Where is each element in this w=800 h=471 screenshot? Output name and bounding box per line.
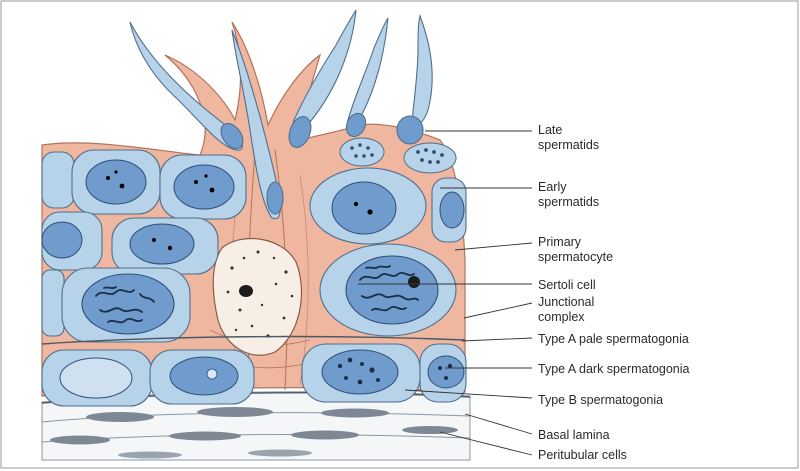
leader-type-b <box>404 389 533 399</box>
early-spermatid-cells <box>339 137 457 174</box>
spermatogonia-cells <box>41 343 467 407</box>
leader-peritubular-cells <box>439 431 533 456</box>
label-peritubular-cells: Peritubular cells <box>538 448 627 462</box>
leader-junctional-complex <box>463 302 533 319</box>
label-junctional-complex: Junctional complex <box>538 295 598 324</box>
sertoli-nucleus <box>212 237 303 356</box>
label-late-spermatids: Late spermatids <box>538 123 599 152</box>
leader-type-a-pale <box>461 337 533 342</box>
label-sertoli-cell: Sertoli cell <box>538 278 596 292</box>
peritubular-layer <box>41 391 471 461</box>
late-spermatid-cells <box>129 9 433 220</box>
spermatocyte-cells-upper <box>41 149 247 275</box>
leader-primary-spermatocyte <box>454 242 533 251</box>
leader-basal-lamina <box>464 413 533 435</box>
label-type-b: Type B spermatogonia <box>538 393 663 407</box>
leader-lines <box>358 130 533 456</box>
junctional-complex-line <box>41 335 466 345</box>
label-early-spermatids: Early spermatids <box>538 180 599 209</box>
label-basal-lamina: Basal lamina <box>538 428 610 442</box>
diagram-labels: Late spermatids Early spermatids Primary… <box>538 123 690 462</box>
label-type-a-dark: Type A dark spermatogonia <box>538 362 690 376</box>
label-type-a-pale: Type A pale spermatogonia <box>538 332 689 346</box>
tubule-illustration <box>41 9 471 461</box>
label-primary-spermatocyte: Primary spermatocyte <box>538 235 613 264</box>
primary-spermatocyte-cells <box>41 243 457 343</box>
right-cells-upper <box>309 167 467 245</box>
